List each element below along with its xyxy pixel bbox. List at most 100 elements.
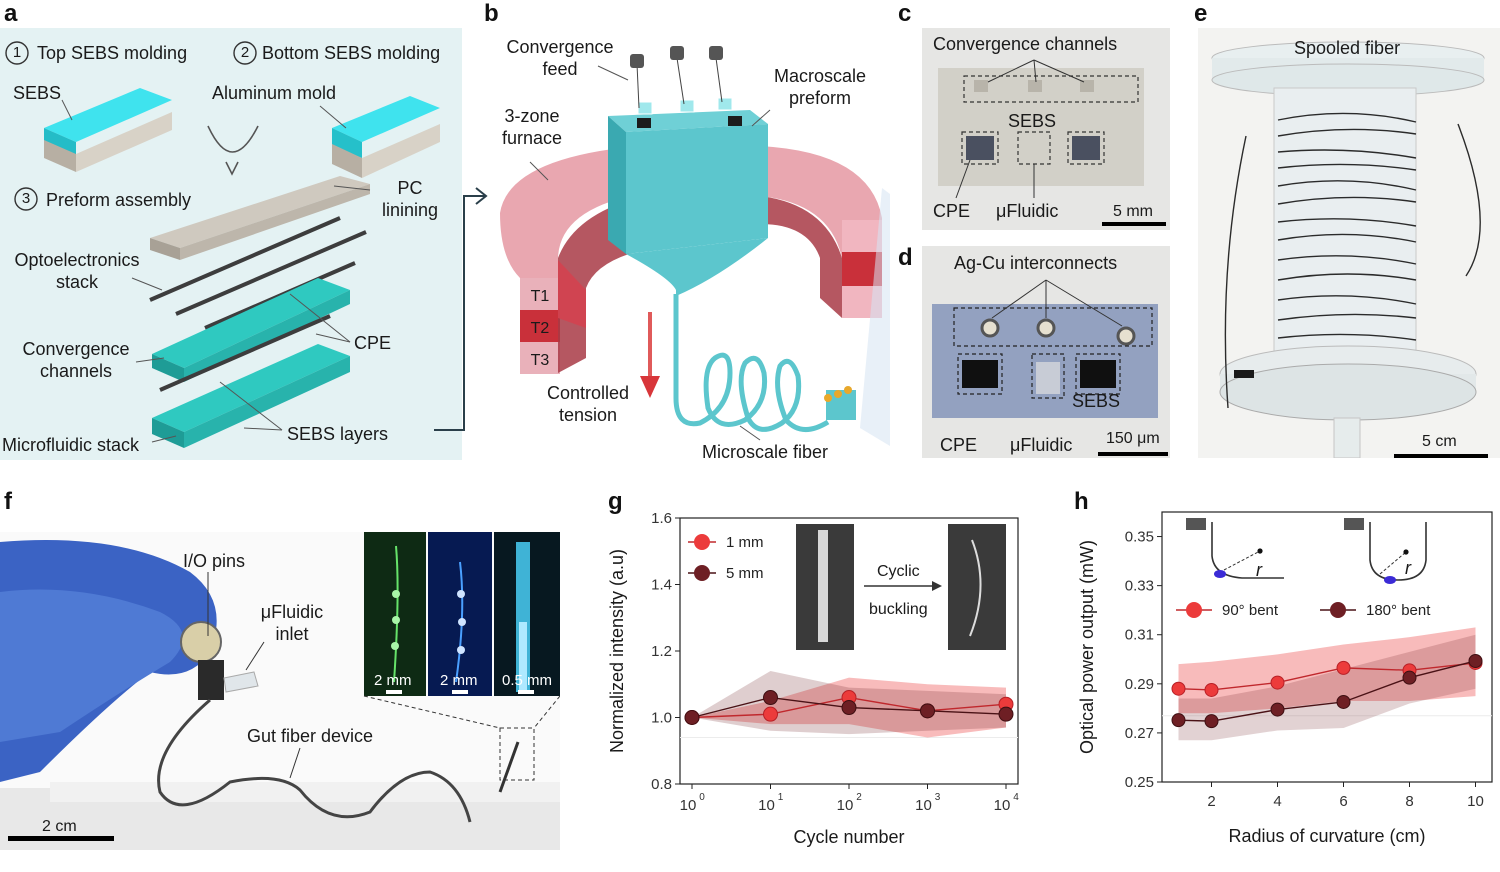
buckling-photo-after bbox=[948, 524, 1006, 650]
y-tick-label: 0.27 bbox=[1125, 725, 1154, 742]
x-tick-label: 10 bbox=[1467, 793, 1484, 810]
panel-c-photo bbox=[922, 28, 1170, 230]
legend-label: 90° bent bbox=[1222, 602, 1279, 619]
inset-scale-label-green: 2 mm bbox=[374, 672, 412, 689]
optoelectronics-label: Optoelectronics bbox=[14, 250, 140, 270]
y-tick-label: 0.25 bbox=[1125, 774, 1154, 791]
data-point bbox=[920, 703, 935, 719]
y-axis-label: Optical power output (mW) bbox=[1077, 540, 1097, 754]
data-point bbox=[1336, 694, 1351, 709]
panel-e-scale-bar bbox=[1394, 454, 1488, 458]
x-tick-exponent: 2 bbox=[856, 792, 862, 803]
data-point bbox=[1204, 682, 1219, 697]
bent-inset-2-radius bbox=[1379, 551, 1407, 575]
panel-d-title: Ag-Cu interconnects bbox=[954, 253, 1118, 273]
convergence-channels-label: Convergence bbox=[22, 339, 130, 359]
gut-fiber-device-label: Gut fiber device bbox=[247, 726, 374, 746]
panel-d-drawing bbox=[932, 279, 1158, 418]
y-tick-label: 1.6 bbox=[651, 510, 672, 527]
legend-marker bbox=[1186, 602, 1202, 618]
legend-marker bbox=[694, 565, 710, 581]
legend-marker bbox=[694, 534, 710, 550]
x-tick-label: 6 bbox=[1339, 793, 1347, 810]
x-tick-label: 2 bbox=[1207, 793, 1215, 810]
inset-scale-label-fiber: 0.5 mm bbox=[502, 672, 553, 689]
step3-number: 3 bbox=[21, 190, 31, 207]
x-tick-exponent: 1 bbox=[778, 792, 784, 803]
bent-inset-1-fiber bbox=[1211, 522, 1284, 579]
furnace-label: 3-zone bbox=[504, 106, 560, 126]
panel-e-title: Spooled fiber bbox=[1294, 38, 1401, 58]
x-tick-label: 10 bbox=[758, 797, 775, 814]
sebs-label: SEBS bbox=[13, 83, 62, 103]
fluidic-inlet-label: μFluidic bbox=[260, 602, 324, 622]
step2-number: 2 bbox=[240, 44, 250, 61]
x-tick-label: 10 bbox=[837, 797, 854, 814]
convergence-feed-label: Convergence bbox=[506, 37, 614, 57]
data-point bbox=[763, 690, 778, 706]
inset-scale-label-blue: 2 mm bbox=[440, 672, 478, 689]
data-point bbox=[998, 706, 1014, 722]
y-tick-label: 1.2 bbox=[651, 643, 672, 660]
legend-label: 1 mm bbox=[726, 534, 764, 551]
panel-label-c: c bbox=[898, 0, 912, 27]
panel-label-h: h bbox=[1074, 488, 1089, 515]
y-tick-label: 0.35 bbox=[1125, 529, 1154, 546]
data-point bbox=[1270, 702, 1285, 717]
y-tick-label: 0.31 bbox=[1125, 627, 1154, 644]
zone-t2-label: T2 bbox=[530, 320, 550, 337]
buckling-photo-after-fiber bbox=[969, 539, 982, 637]
bent-inset-2-center bbox=[1403, 549, 1409, 555]
data-point bbox=[763, 706, 778, 722]
panel-d-photo bbox=[922, 246, 1170, 458]
controlled-tension-label: Controlled bbox=[546, 383, 630, 403]
step1-number: 1 bbox=[12, 44, 22, 61]
y-tick-label: 0.33 bbox=[1125, 578, 1154, 595]
panel-c-drawing bbox=[938, 59, 1144, 199]
panel-c-scale-bar bbox=[1102, 222, 1166, 226]
panel-label-a: a bbox=[4, 0, 18, 27]
panel-f-drawing bbox=[0, 532, 560, 850]
step3-label: Preform assembly bbox=[46, 190, 192, 210]
data-point bbox=[1402, 670, 1417, 685]
data-point bbox=[841, 700, 857, 716]
data-point bbox=[1468, 653, 1483, 668]
zone-t3-label: T3 bbox=[530, 352, 550, 369]
panel-d-fluidic-label: μFluidic bbox=[1010, 435, 1073, 455]
macroscale-preform-label: Macroscale bbox=[773, 66, 867, 86]
io-pins-label: I/O pins bbox=[183, 551, 246, 571]
legend-label: 5 mm bbox=[726, 565, 764, 582]
panel-c-sebs-label: SEBS bbox=[1008, 111, 1057, 131]
legend-marker bbox=[1330, 602, 1346, 618]
band-0 bbox=[1178, 627, 1476, 714]
bent-inset-1-radius bbox=[1223, 550, 1261, 571]
cpe-label: CPE bbox=[354, 333, 392, 353]
panel-e-drawing bbox=[1211, 41, 1485, 458]
y-axis-label: Normalized intensity (a.u) bbox=[607, 549, 627, 753]
x-tick-exponent: 0 bbox=[699, 792, 705, 803]
connector-arrow bbox=[434, 187, 488, 431]
bent-inset-1-center bbox=[1257, 548, 1263, 554]
bent-inset-2-holder bbox=[1344, 518, 1364, 530]
step2-label: Bottom SEBS molding bbox=[262, 43, 441, 63]
x-tick-label: 10 bbox=[915, 797, 932, 814]
sebs-layers-label: SEBS layers bbox=[287, 424, 389, 444]
panel-a: 1 Top SEBS molding 2 Bottom SEBS molding… bbox=[0, 28, 462, 460]
convergence-feed-label-2: feed bbox=[542, 59, 578, 79]
x-axis-label: Radius of curvature (cm) bbox=[1228, 826, 1425, 846]
furnace-label-2: furnace bbox=[501, 128, 563, 148]
bent-inset-2-fiber bbox=[1369, 522, 1427, 581]
panel-label-g: g bbox=[608, 488, 623, 515]
y-tick-label: 1.0 bbox=[651, 710, 672, 727]
pc-lining-label-2: linining bbox=[381, 200, 439, 220]
buckling-arrow-head bbox=[932, 581, 942, 591]
fiber-turns bbox=[1224, 112, 1481, 409]
panel-c-fluidic-label: μFluidic bbox=[996, 201, 1059, 221]
zone-t1-label: T1 bbox=[530, 288, 550, 305]
cyclic-buckling-label-2: buckling bbox=[869, 601, 928, 618]
radius-label-r-2: r bbox=[1405, 558, 1411, 578]
step1-label: Top SEBS molding bbox=[37, 43, 188, 63]
optoelectronics-label-2: stack bbox=[55, 272, 98, 292]
